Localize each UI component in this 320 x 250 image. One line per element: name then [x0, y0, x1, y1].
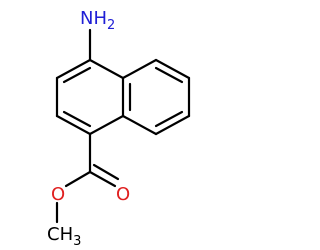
methyl-label: CH3 [47, 224, 81, 249]
bond-c8a-c1 [88, 114, 125, 136]
ester-oxygen-label: O [51, 184, 65, 205]
carbonyl-oxygen-label: O [116, 184, 130, 205]
amine-label: NH2 [80, 8, 115, 33]
bond-c1-c2-inner [62, 110, 92, 128]
bond-c7-c8-inner [154, 110, 184, 128]
bonds-group [55, 28, 191, 224]
bond-c3-c4-inner [62, 66, 92, 84]
atom-labels-group: NH2 O O CH3 [47, 8, 130, 249]
bond-c3-c4 [55, 58, 92, 80]
bond-c7-c8 [154, 114, 191, 136]
bond-ccarbonyl-oester [64, 170, 92, 188]
bond-c5-c6 [154, 58, 191, 80]
bond-c4-c4a [88, 58, 125, 80]
bond-ccarbonyl-o-double-a [88, 170, 117, 188]
bond-c4a-c5 [121, 58, 158, 80]
bond-c8-c8a [121, 114, 158, 136]
bond-ccarbonyl-o-double-b [92, 163, 120, 181]
bond-c1-c2 [55, 114, 92, 136]
molecule-svg: NH2 O O CH3 [47, 8, 191, 249]
structure-diagram: NH2 O O CH3 [47, 8, 191, 249]
bond-c5-c6-inner [154, 66, 184, 84]
